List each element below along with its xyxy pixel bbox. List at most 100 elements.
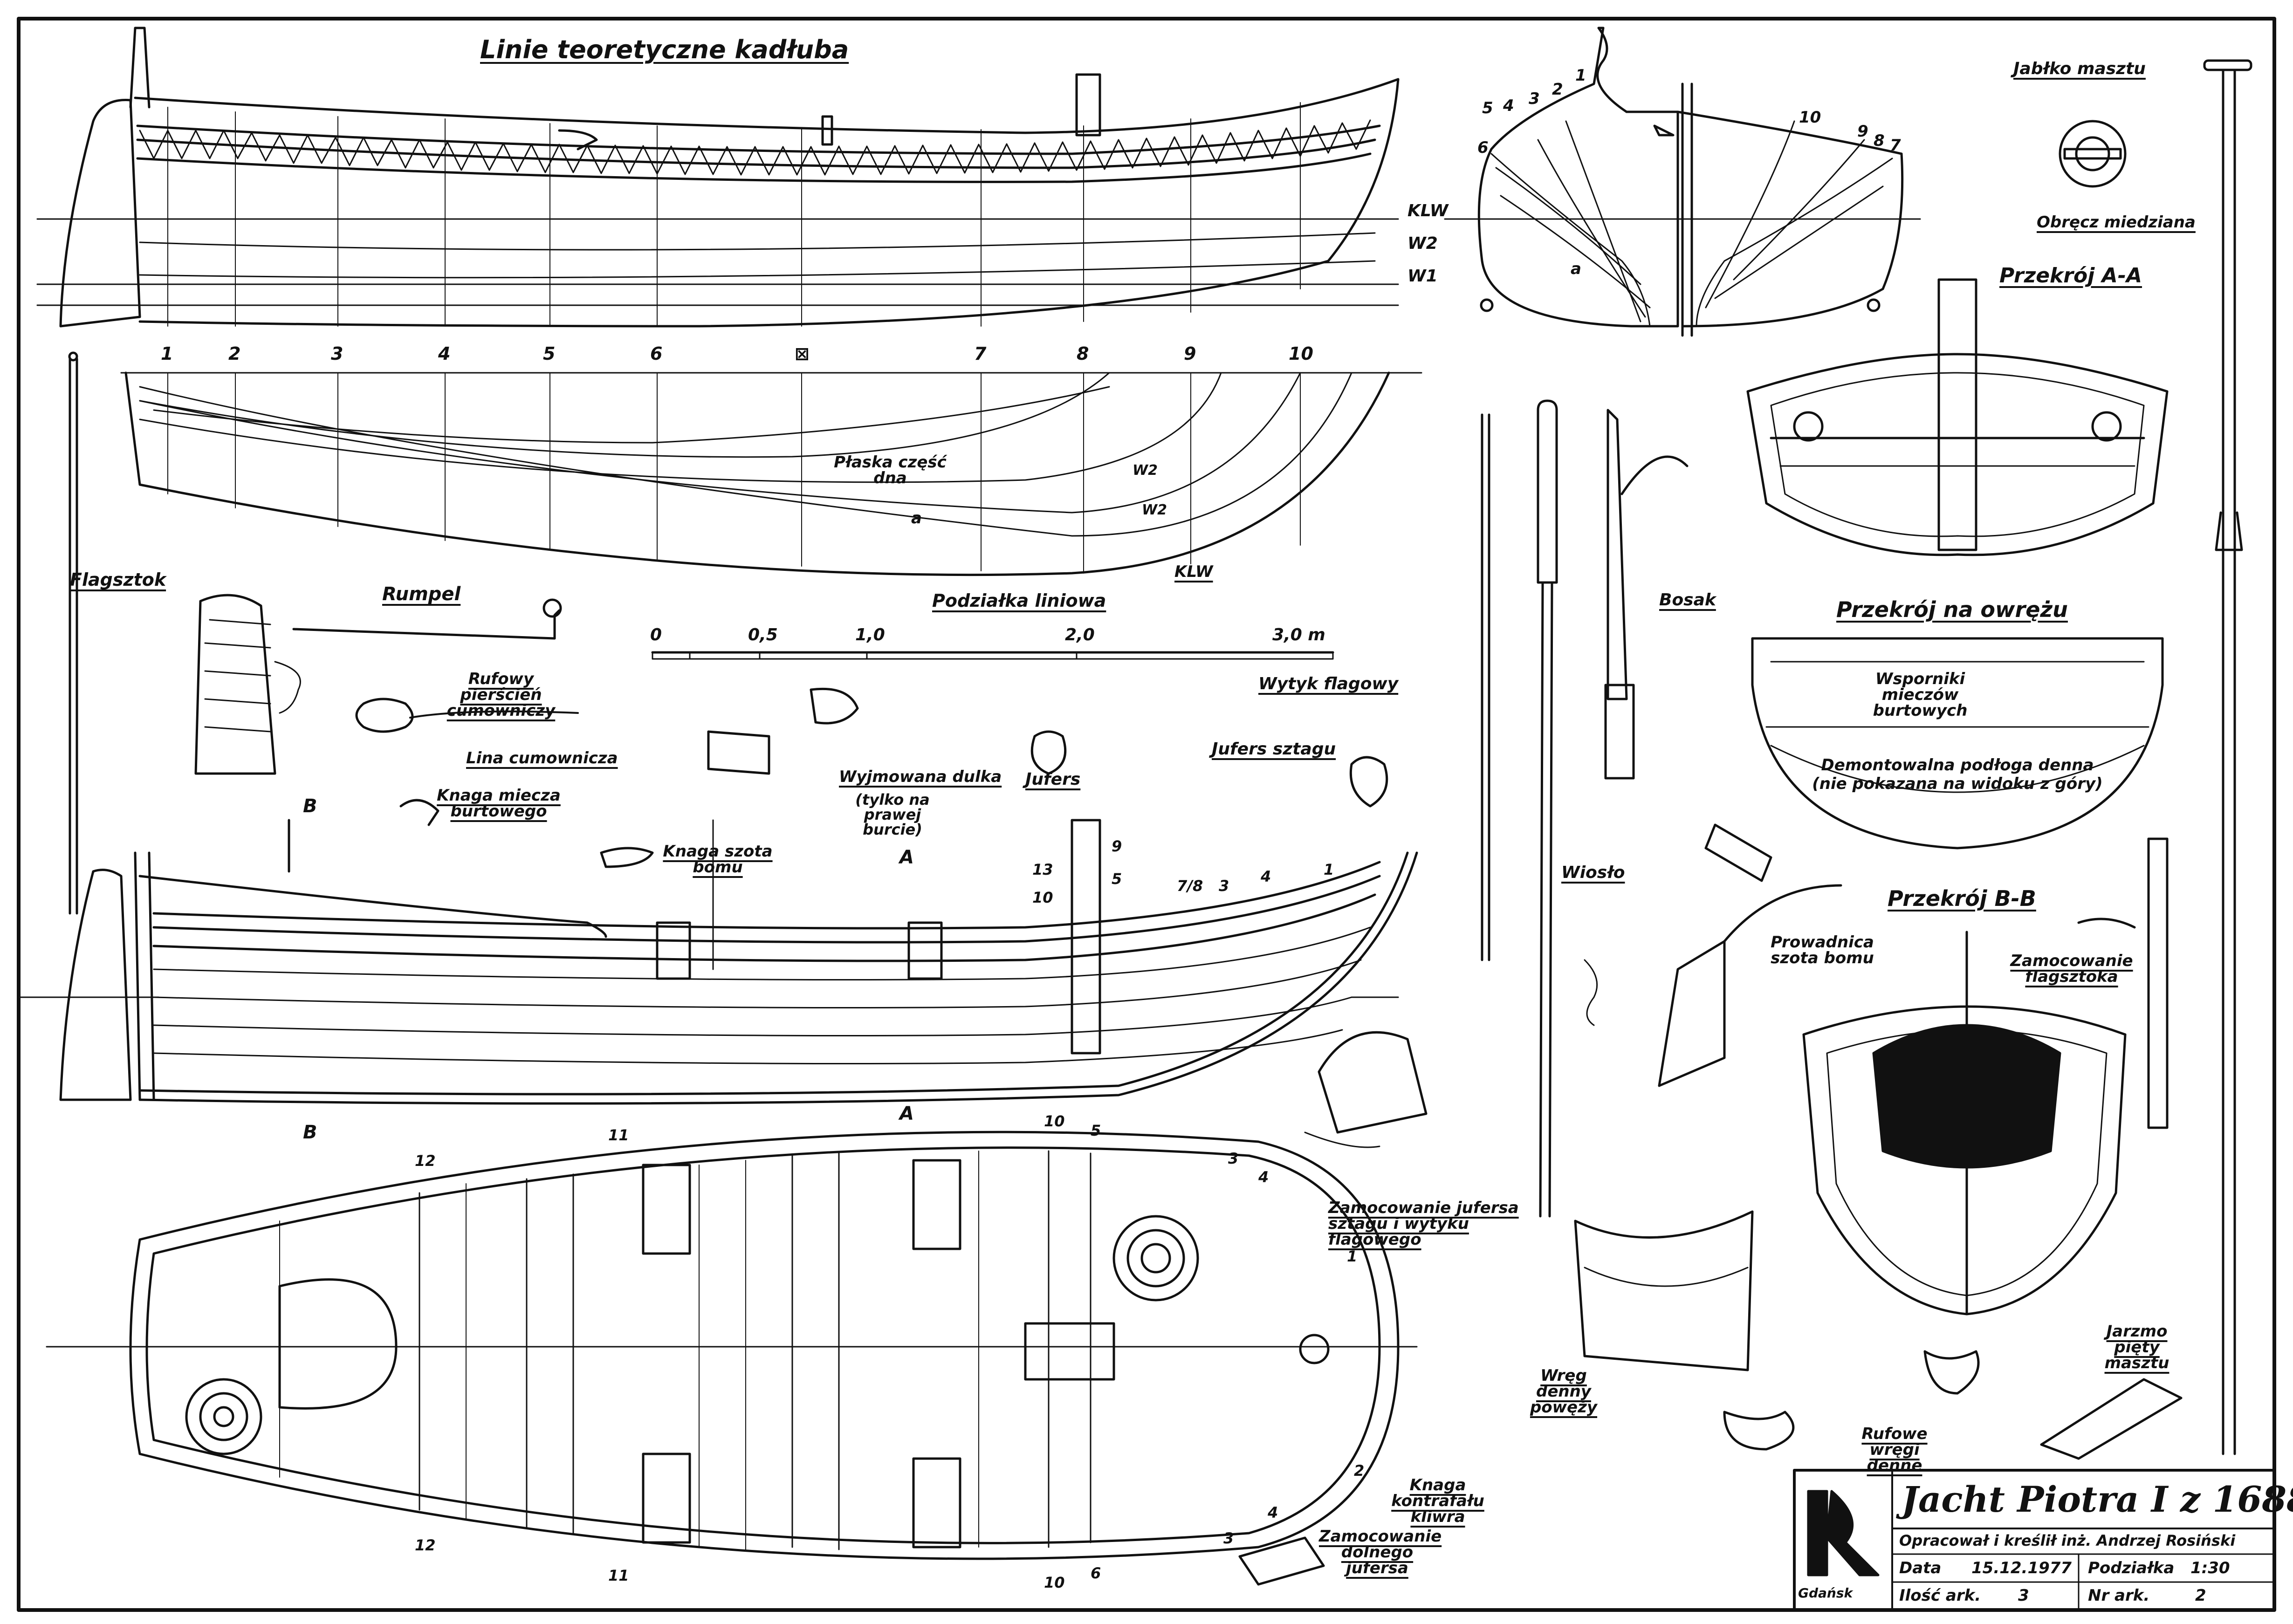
body-plan-number: 8	[1874, 131, 1885, 150]
title-block-date: 15.12.1977	[1971, 1559, 2072, 1577]
frame-number: 4	[438, 343, 451, 364]
side-callout: 9	[1112, 837, 1122, 855]
frame-number: 9	[1184, 343, 1196, 364]
body-plan-number: 6	[1477, 138, 1489, 157]
side-elevation	[18, 819, 1418, 1105]
body-plan-number: 7	[1890, 136, 1901, 155]
title-block-date-label: Data	[1899, 1559, 1942, 1577]
frame-number: 10	[1289, 343, 1313, 364]
plan-callout: 10	[1044, 1112, 1065, 1130]
plan-callout: 11	[608, 1567, 629, 1584]
sheet-border	[17, 17, 2276, 1612]
label-nie-pokazana: (nie pokazana na widoku z góry)	[1812, 774, 2103, 793]
plan-callout: 5	[1091, 1122, 1101, 1139]
body-plan-number: 1	[1575, 66, 1586, 85]
plan-callout: 11	[608, 1126, 629, 1144]
label-basak: Bosak	[1659, 590, 1716, 610]
frame-number: 7	[974, 343, 987, 364]
section-mark-a: A	[899, 1103, 914, 1124]
halfbreadth-flat-bottom: Płaska część dna	[834, 453, 947, 487]
title-block-sheets: 3	[2018, 1586, 2029, 1605]
section-mark-b: B	[303, 1122, 317, 1143]
frame-number: 8	[1077, 343, 1089, 364]
frame-number: ⊠	[795, 343, 810, 364]
label-tylko-prawej: (tylko na prawej burcie)	[855, 791, 930, 838]
label-jarzmo: Jarzmo pięty masztu	[2104, 1322, 2169, 1372]
side-callout: 4	[1261, 868, 1271, 885]
label-jufers-sztagu: Jufers sztagu	[1212, 740, 1336, 759]
scale-bar	[651, 651, 1334, 660]
mast	[2059, 59, 2252, 1455]
side-callout: 5	[1112, 870, 1122, 888]
section-mark-a: A	[899, 847, 914, 868]
label-knaga-kontr: Knaga kontrafału kliwra	[1391, 1476, 1484, 1526]
label-flagsztok: Flagsztok	[70, 569, 166, 590]
body-plan-number: 3	[1529, 89, 1540, 108]
side-callout: 7/8	[1177, 877, 1203, 895]
side-callout: 3	[1219, 877, 1229, 895]
label-wyjmowana-dulka: Wyjmowana dulka	[839, 767, 1002, 786]
flagstaff	[68, 351, 78, 915]
plan-callout: 12	[415, 1536, 436, 1554]
title-block-sheets-label: Ilość ark.	[1899, 1586, 1981, 1605]
side-callout: 1	[1324, 861, 1334, 878]
plan-callout: 6	[1091, 1564, 1101, 1582]
small-fittings	[399, 687, 2183, 1586]
body-plan-number: 10	[1799, 108, 1821, 127]
section-bb	[1658, 884, 2127, 1316]
plan-callout: 4	[1258, 1168, 1269, 1186]
plan-callout: 10	[1044, 1574, 1065, 1591]
tiller-group	[194, 594, 579, 775]
label-lina: Lina cumownicza	[466, 749, 618, 767]
body-plan	[1444, 27, 1921, 337]
frame-number: 5	[543, 343, 556, 364]
section-bb-title: Przekrój B-B	[1888, 886, 2036, 911]
label-rumpel: Rumpel	[382, 583, 461, 605]
section-owrez	[1751, 637, 2164, 850]
label-wreg-denny: Wręg denny powęży	[1530, 1366, 1598, 1417]
halfbreadth-a: a	[911, 509, 922, 528]
plan-callout: 12	[415, 1152, 436, 1170]
top-plan	[46, 1131, 1418, 1560]
label-knaga-szota: Knaga szota bomu	[663, 842, 773, 877]
title-block-sheet-no-label: Nr ark.	[2088, 1586, 2150, 1605]
body-plan-number: 2	[1552, 80, 1563, 99]
section-aa	[1746, 278, 2169, 556]
lines-profile	[36, 27, 1400, 328]
body-plan-a: a	[1571, 260, 1581, 278]
waterline-w2: W2	[1407, 234, 1438, 253]
title-block-scale: 1:30	[2190, 1559, 2230, 1577]
waterline-w1: W1	[1407, 267, 1438, 286]
scale-tick: 0,5	[748, 625, 778, 644]
label-wytyk: Wytyk flagowy	[1258, 674, 1399, 693]
body-plan-number: 9	[1857, 122, 1868, 141]
label-demontowalna: Demontowalna podłoga denna	[1821, 756, 2094, 774]
side-callout: 13	[1032, 861, 1053, 878]
label-wioslo: Wiosło	[1561, 863, 1625, 882]
body-plan-number: 5	[1482, 99, 1493, 117]
frame-number: 6	[650, 343, 663, 364]
label-wsporniki: Wsporniki mieczów burtowych	[1873, 670, 1968, 720]
section-owrez-title: Przekrój na owrężu	[1836, 597, 2068, 622]
scale-title: Podziałka liniowa	[932, 590, 1106, 611]
plan-callout: 4	[1268, 1504, 1278, 1521]
frame-number: 1	[161, 343, 173, 364]
oar-and-boathook	[1481, 399, 1689, 1218]
plan-callout: 3	[1228, 1150, 1239, 1167]
label-jufers: Jufers	[1025, 770, 1081, 789]
title-block-sheet-no: 2	[2195, 1586, 2206, 1605]
side-callout: 10	[1032, 889, 1053, 906]
scale-tick: 3,0 m	[1272, 625, 1325, 644]
lines-halfbreadth	[120, 371, 1422, 576]
label-zamocowanie-jufersa: Zamocowanie jufersa sztagu i wytyku flag…	[1328, 1199, 1519, 1249]
section-aa-title: Przekrój A-A	[1999, 264, 2142, 288]
label-rufowy-pierscien: Rufowy pierścień cumowniczy	[446, 670, 556, 720]
title-block-author: Opracował i kreślił inż. Andrzej Rosińsk…	[1899, 1532, 2236, 1549]
title-block-frame	[1793, 1469, 2276, 1611]
plan-callout: 1	[1347, 1247, 1358, 1265]
label-zamocowanie-dolnego: Zamocowanie dolnego jufersa	[1319, 1527, 1442, 1577]
label-obrecz: Obręcz miedziana	[2037, 213, 2196, 232]
scale-tick: 1,0	[855, 625, 885, 644]
label-rufowe-wregi: Rufowe wręgi denne	[1861, 1425, 1928, 1475]
halfbreadth-w2a: W2	[1133, 462, 1158, 479]
